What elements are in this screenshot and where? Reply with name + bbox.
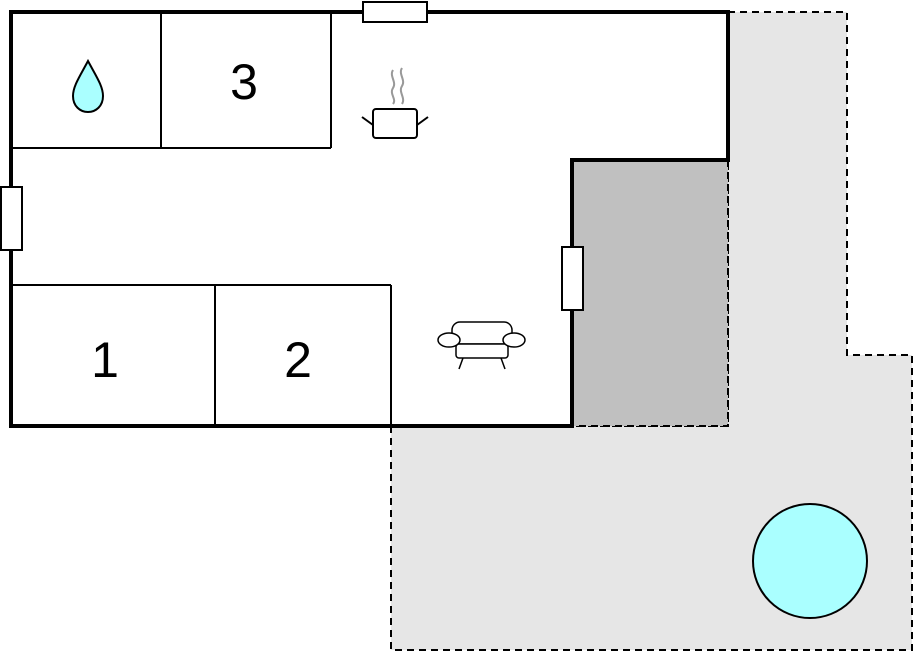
cooking-pot-icon: [361, 67, 429, 139]
exterior-walls: [9, 10, 730, 428]
covered-terrace-outline: [572, 160, 729, 427]
internal-walls: [11, 12, 392, 426]
window-right: [561, 246, 584, 311]
window-top: [362, 1, 428, 23]
sofa-icon: [437, 321, 526, 370]
window-left: [0, 186, 23, 251]
covered-terrace: [572, 160, 728, 426]
pool-icon: [752, 503, 868, 619]
water-drop-icon: [71, 58, 105, 114]
house-interior: [11, 12, 728, 426]
room-label-3: 3: [230, 54, 258, 110]
room-label-1: 1: [91, 332, 119, 388]
room-label-2: 2: [284, 332, 312, 388]
